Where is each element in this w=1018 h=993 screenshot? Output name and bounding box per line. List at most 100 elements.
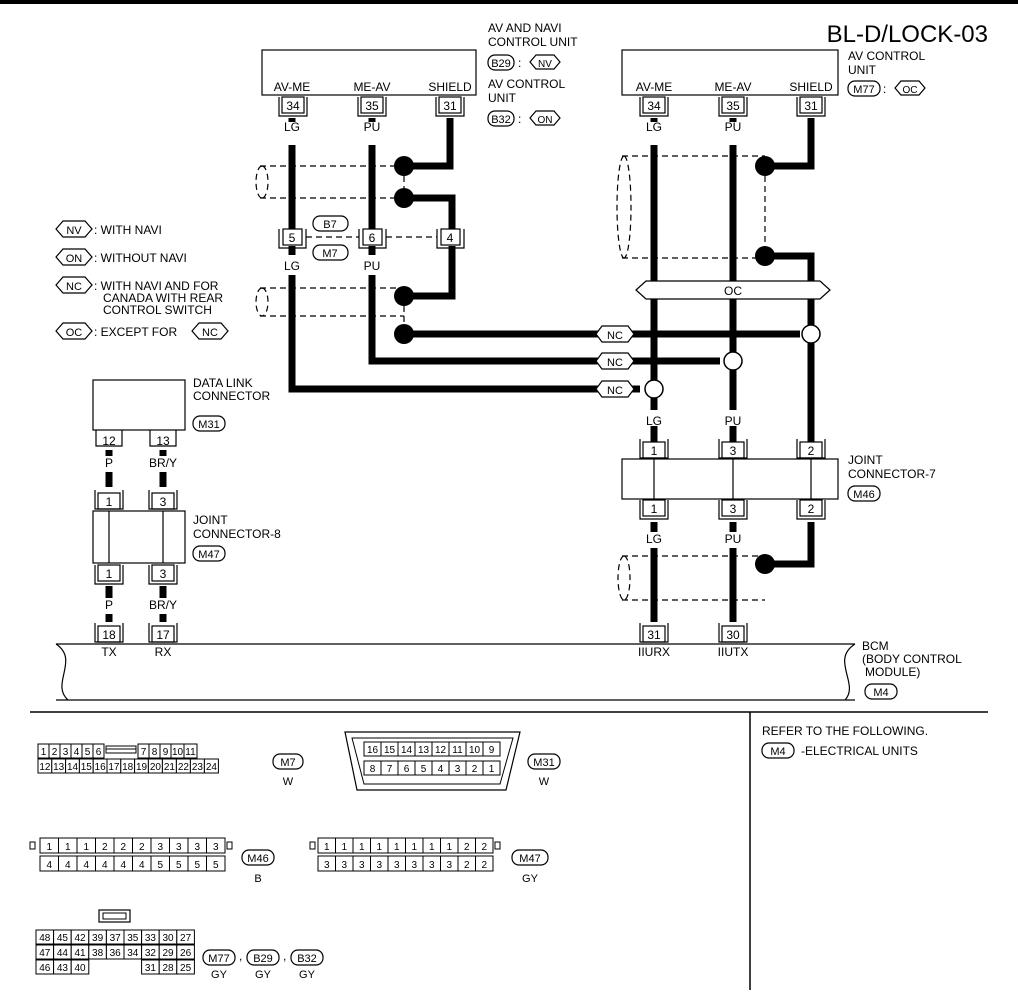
wire-color-lg-5: LG <box>646 532 662 546</box>
m7-pin-15: 15 <box>81 762 93 773</box>
connector-m31-label: M31 <box>198 419 219 431</box>
m7-pin-21: 21 <box>164 762 176 773</box>
m46-pin-b4: 4 <box>102 860 108 871</box>
m77-pin-46: 46 <box>39 963 51 974</box>
m7-pin-19: 19 <box>136 762 148 773</box>
m47-face-conn-pill <box>511 849 549 866</box>
m31-pin-b7: 7 <box>387 764 393 775</box>
m47-latch-r <box>494 841 501 850</box>
m47-pin-1: 1 <box>376 842 382 853</box>
legend-text-oc: : EXCEPT FOR <box>94 325 177 339</box>
legend-text-nc-3: CONTROL SWITCH <box>103 303 212 317</box>
pin-31: 31 <box>443 99 457 113</box>
m46-pin-3: 3 <box>157 842 163 853</box>
wire-color-bry-1: BR/Y <box>149 456 177 470</box>
av-control-unit-label-2: UNIT <box>848 63 877 77</box>
m77-pin-48: 48 <box>39 933 51 944</box>
pin-31-r: 31 <box>804 99 818 113</box>
m31-pin-b5: 5 <box>421 764 427 775</box>
m77-pin-40: 40 <box>74 963 86 974</box>
jc7-label-2: CONNECTOR-7 <box>848 467 936 481</box>
m31-pin-14: 14 <box>401 745 413 756</box>
colon-1: : <box>518 56 521 70</box>
bcm-label-1: BCM <box>862 639 889 653</box>
b29-face-color: GY <box>255 969 272 981</box>
wire-color-pu-5: PU <box>725 532 742 546</box>
pin-name-shield-r: SHIELD <box>789 80 833 94</box>
wire-color-pu-1: PU <box>364 120 381 134</box>
m7-pin-18: 18 <box>122 762 134 773</box>
m46-pin-3: 3 <box>213 842 219 853</box>
nc-tag-1: NC <box>607 330 623 342</box>
m77-pin-25-cell <box>176 959 195 975</box>
m77-pin-37: 37 <box>110 933 122 944</box>
m7-pin-6-cell <box>92 743 105 759</box>
jc8-pin-bottom-1: 1 <box>106 567 113 581</box>
m46-pin-b4: 4 <box>65 860 71 871</box>
m47-pin-b2: 2 <box>464 860 470 871</box>
m47-pin-b3: 3 <box>359 860 365 871</box>
jc7-pin-bottom-3: 2 <box>808 502 815 516</box>
m47-pin-1: 1 <box>324 842 330 853</box>
data-link-connector: DATA LINK CONNECTOR M31 12 13 <box>92 376 270 448</box>
m47-pin-1: 1 <box>359 842 365 853</box>
m77-lock-inner <box>102 912 127 920</box>
bcm-pin-name-iiurx: IIURX <box>638 645 670 659</box>
m46-pin-2: 2 <box>139 842 145 853</box>
m46-pin-1: 1 <box>46 842 52 853</box>
m7-pin-5: 5 <box>85 747 91 758</box>
pin-name-me-av: ME-AV <box>353 80 390 94</box>
pin-name-me-av-r: ME-AV <box>714 80 751 94</box>
pin-34: 34 <box>286 99 300 113</box>
nc-tag-2: NC <box>607 357 623 369</box>
m77-pin-25: 25 <box>180 963 192 974</box>
legend-tag-nv: NV <box>66 225 82 237</box>
m47-pin-1: 1 <box>341 842 347 853</box>
av-control-unit-label: AV CONTROL <box>848 49 925 63</box>
m31-pin-12: 12 <box>435 745 447 756</box>
dlc-label-2: CONNECTOR <box>193 389 270 403</box>
dlc-label-1: DATA LINK <box>193 376 253 390</box>
m47-pin-2: 2 <box>481 842 487 853</box>
av-navi-unit-label: AV AND NAVI <box>488 21 562 35</box>
oc-bar: OC <box>635 280 831 300</box>
m77-face-conn-pill <box>202 949 236 966</box>
joint-connector-8: 1 3 1 3 JOINT CONNECTOR-8 M47 <box>92 490 281 585</box>
m47-pin-2-cell <box>475 837 494 854</box>
m31-pin-13: 13 <box>418 745 430 756</box>
m47-pin-b3: 3 <box>394 860 400 871</box>
m46-pin-b5: 5 <box>157 860 163 871</box>
legend-text-on: : WITHOUT NAVI <box>94 251 187 265</box>
m47-pin-b3: 3 <box>429 860 435 871</box>
jc7-pin-top-1: 1 <box>651 444 658 458</box>
m46-pin-b4: 4 <box>139 860 145 871</box>
m77-sep-2: , <box>283 949 286 963</box>
pin-34-r: 34 <box>647 99 661 113</box>
top-border <box>0 0 1018 4</box>
nc-tags: NC NC NC <box>595 325 635 398</box>
wire-color-lg-3: LG <box>646 120 662 134</box>
m77-pin-41: 41 <box>74 948 86 959</box>
m7-pin-23: 23 <box>192 762 204 773</box>
m77-pin-30: 30 <box>162 933 174 944</box>
m7-pin-12: 12 <box>39 762 51 773</box>
m47-pin-b2: 2 <box>481 860 487 871</box>
m7-pin-10: 10 <box>172 747 184 758</box>
av-unit-label: AV CONTROL <box>488 77 565 91</box>
jc7-pin-top-3: 2 <box>808 444 815 458</box>
inline-pin-4: 4 <box>447 231 454 245</box>
jc7-pin-bottom-1: 1 <box>651 502 658 516</box>
m31-pin-b4: 4 <box>438 764 444 775</box>
m7-pin-7: 7 <box>141 747 147 758</box>
m47-face-color: GY <box>522 873 539 885</box>
wire-color-lg-2: LG <box>284 259 300 273</box>
m46-latch-l <box>29 841 36 850</box>
tag-on-1: ON <box>538 115 553 126</box>
b29-face-conn: B29 <box>253 953 273 965</box>
refer-conn-m4: M4 <box>770 746 785 758</box>
m31-pin-b3: 3 <box>455 764 461 775</box>
wire-color-p-2: P <box>105 598 113 612</box>
b29-face-conn-pill <box>246 949 280 966</box>
